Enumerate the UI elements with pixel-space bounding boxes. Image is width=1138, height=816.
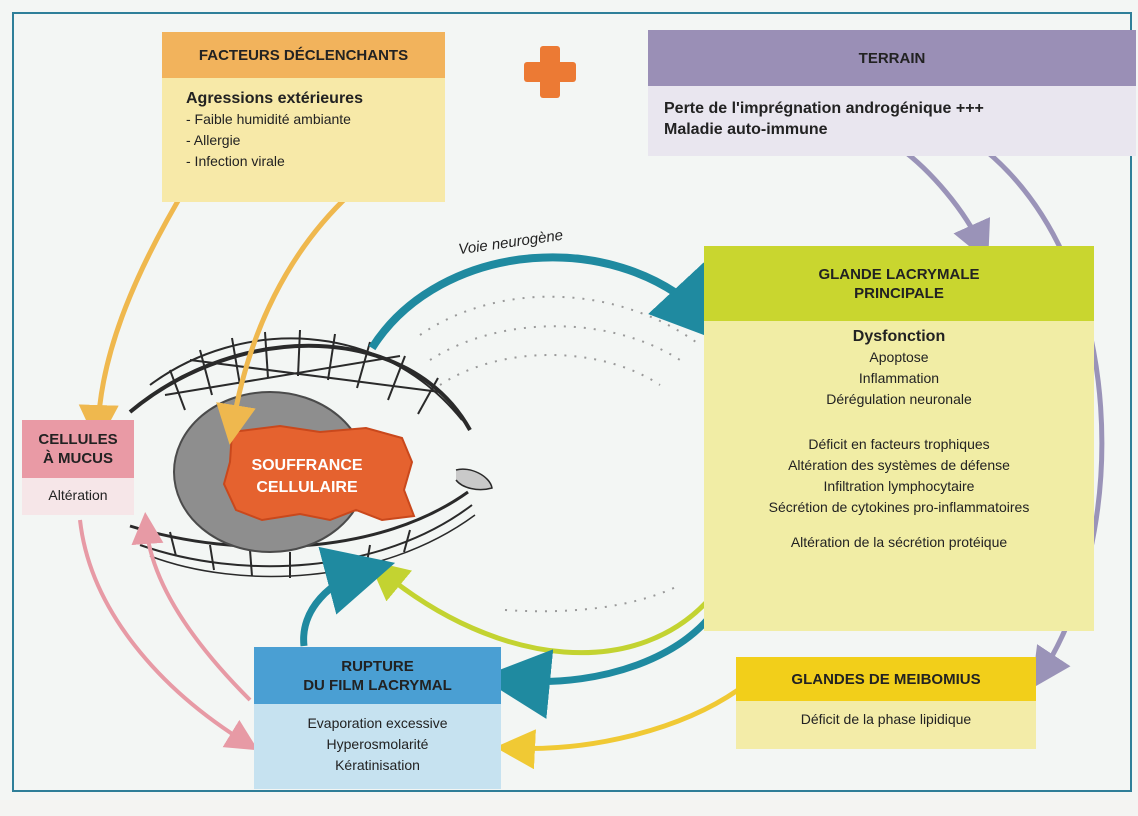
arrow-cellules-rupture: [78, 519, 259, 751]
cellules-header-line: À MUCUS: [43, 450, 113, 467]
arrow-facteurs-to-souffrance: [216, 192, 352, 445]
glande-body: Dysfonction Apoptose Inflammation Dérégu…: [704, 326, 1094, 553]
arrow-rupture-cellules: [131, 512, 252, 702]
rupture-header-line: DU FILM LACRYMAL: [303, 676, 452, 694]
glande-item: Altération de la sécrétion protéique: [790, 534, 1008, 550]
glande-box: GLANDE LACRYMALE PRINCIPALE Dysfonction …: [704, 246, 1094, 631]
glande-title: Dysfonction: [852, 328, 946, 345]
glande-item: Sécrétion de cytokines pro-inflammatoire…: [768, 499, 1030, 515]
cellules-text: Altération: [48, 487, 108, 503]
glande-spacer: [704, 410, 1094, 434]
meibomius-box: GLANDES DE MEIBOMIUS Déficit de la phase…: [736, 657, 1036, 749]
rupture-header: RUPTURE DU FILM LACRYMAL: [254, 647, 501, 704]
glande-item: Déficit en facteurs trophiques: [808, 436, 990, 452]
arrow-terrain-to-glande: [898, 145, 991, 262]
arrow-glande-to-rupture: [480, 592, 728, 719]
facteurs-header: FACTEURS DÉCLENCHANTS: [162, 32, 445, 78]
terrain-line: Perte de l'imprégnation androgénique +++: [664, 100, 984, 117]
arrow-voie-neurogene: [368, 253, 732, 351]
upper-eyelid: [128, 343, 472, 431]
terrain-box: TERRAIN Perte de l'imprégnation androgén…: [648, 30, 1136, 156]
facteurs-item: - Infection virale: [186, 153, 285, 169]
facteurs-body: Agressions extérieures - Faible humidité…: [162, 88, 445, 172]
arrow-meibomius-to-rupture: [495, 687, 740, 770]
glande-header-line: PRINCIPALE: [854, 284, 944, 302]
souffrance-label: SOUFFRANCE CELLULAIRE: [214, 437, 400, 517]
terrain-body: Perte de l'imprégnation androgénique +++…: [648, 98, 1136, 140]
rupture-item: Hyperosmolarité: [326, 736, 429, 752]
rupture-body: Evaporation excessive Hyperosmolarité Ké…: [254, 713, 501, 776]
cellules-header-line: CELLULES: [38, 431, 118, 448]
glande-item: Altération des systèmes de défense: [788, 457, 1010, 473]
dotted-arcs: [419, 295, 701, 613]
cellules-box: CELLULES À MUCUS Altération: [22, 420, 134, 515]
cellules-header: CELLULES À MUCUS: [22, 420, 134, 478]
arrow-glande-to-eye: [368, 560, 714, 656]
rupture-box: RUPTURE DU FILM LACRYMAL Evaporation exc…: [254, 647, 501, 789]
diagram-frame: [12, 12, 1132, 792]
bottom-strip: [0, 800, 1138, 816]
facteurs-item: - Faible humidité ambiante: [186, 111, 351, 127]
souffrance-shape: [222, 424, 416, 522]
terrain-header: TERRAIN: [648, 30, 1136, 86]
meibomius-header: GLANDES DE MEIBOMIUS: [736, 657, 1036, 701]
glande-item: Dérégulation neuronale: [826, 391, 972, 407]
facteurs-title: Agressions extérieures: [186, 90, 363, 107]
glande-spacer: [704, 518, 1094, 532]
glande-item: Infiltration lymphocytaire: [823, 478, 975, 494]
arrow-facteurs-to-cellules: [78, 182, 191, 445]
glande-header-line: GLANDE LACRYMALE: [818, 265, 980, 283]
meibomius-body: Déficit de la phase lipidique: [736, 709, 1036, 730]
souffrance-line: SOUFFRANCE: [251, 457, 363, 474]
rupture-item: Kératinisation: [335, 757, 420, 773]
glande-item: Inflammation: [858, 370, 940, 386]
meibomius-text: Déficit de la phase lipidique: [800, 711, 972, 727]
souffrance-line: CELLULAIRE: [256, 479, 358, 496]
facteurs-box: FACTEURS DÉCLENCHANTS Agressions extérie…: [162, 32, 445, 202]
plus-icon: [524, 46, 576, 98]
rupture-item: Evaporation excessive: [307, 715, 448, 731]
rupture-header-line: RUPTURE: [341, 657, 414, 675]
terrain-line: Maladie auto-immune: [664, 121, 828, 138]
cellules-body: Altération: [22, 485, 134, 506]
glande-header: GLANDE LACRYMALE PRINCIPALE: [704, 246, 1094, 321]
facteurs-item: - Allergie: [186, 132, 241, 148]
arrow-rupture-to-eye: [300, 546, 396, 647]
eye-illustration: [128, 329, 493, 578]
glande-item: Apoptose: [869, 349, 929, 365]
